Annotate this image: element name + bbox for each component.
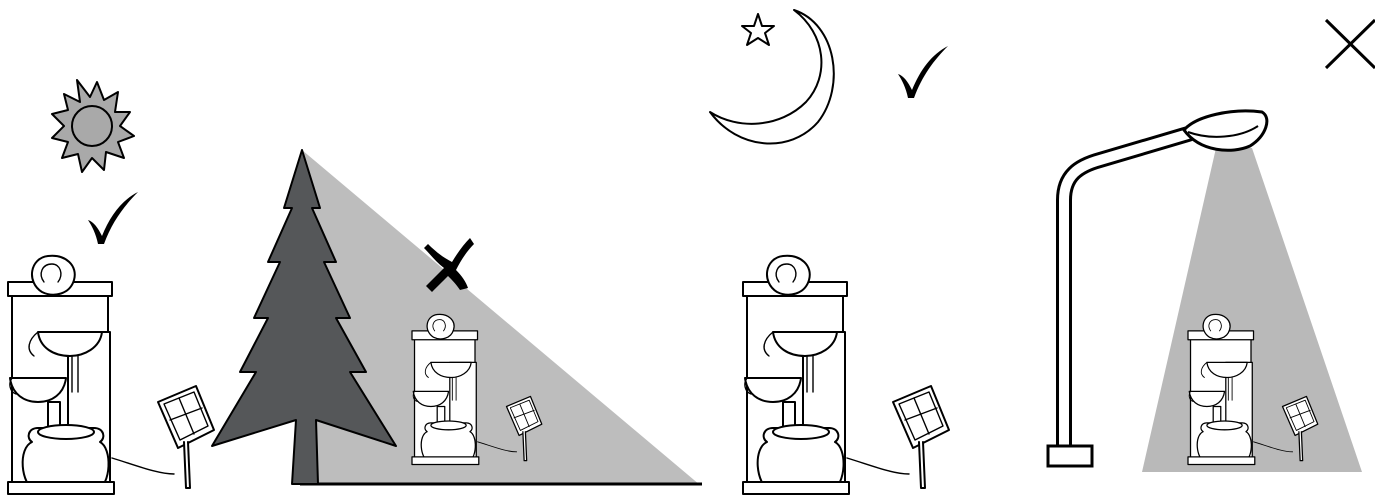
solar-fountain bbox=[7, 254, 215, 495]
solar-fountain bbox=[742, 254, 950, 495]
street-lamp-icon bbox=[1046, 109, 1269, 468]
panel-night bbox=[709, 9, 950, 495]
cross-mark-icon bbox=[1324, 18, 1375, 70]
sun-icon bbox=[51, 79, 135, 173]
cross-mark-icon bbox=[424, 238, 474, 292]
shadow-area bbox=[302, 150, 700, 485]
panel-tree-shade bbox=[211, 149, 702, 486]
star-icon bbox=[741, 13, 775, 46]
moon-icon bbox=[709, 9, 835, 145]
checkmark-icon bbox=[88, 192, 138, 244]
tree-icon bbox=[211, 149, 397, 485]
checkmark-icon bbox=[898, 46, 948, 98]
panel-street-lamp bbox=[1046, 18, 1375, 472]
panel-sunlight bbox=[7, 79, 215, 495]
